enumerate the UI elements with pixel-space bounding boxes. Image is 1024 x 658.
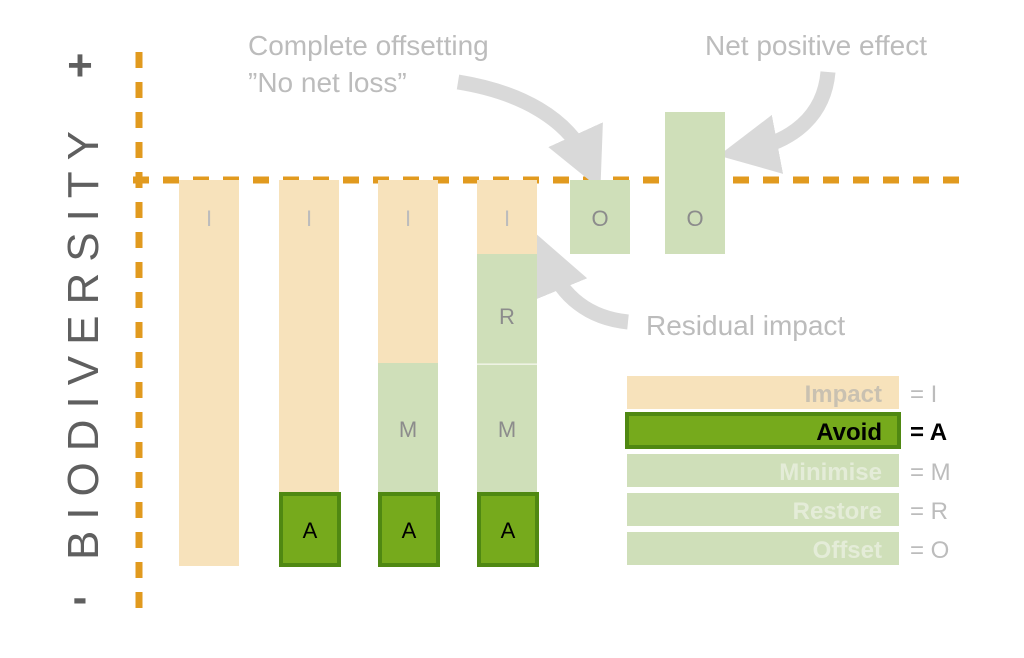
offset-segment-label: O: [686, 206, 703, 231]
avoid-segment-label: A: [501, 518, 516, 543]
legend-swatch-minimise: [627, 454, 899, 487]
legend-label-offset: Offset: [813, 537, 882, 564]
bar-avoid-minimise-restore: I R M A: [477, 180, 539, 567]
legend-code-avoid: = A: [910, 419, 947, 446]
minimise-segment-label: M: [498, 417, 516, 442]
offset-segment: [570, 180, 630, 254]
restore-segment: [477, 254, 537, 364]
axis-title: BIODIVERSITY: [59, 120, 108, 560]
legend-code-restore: = R: [910, 498, 948, 525]
legend-label-restore: Restore: [793, 498, 882, 525]
no-net-loss-label: ”No net loss”: [248, 67, 407, 98]
minimise-segment: [477, 365, 537, 493]
avoid-segment-label: A: [402, 518, 417, 543]
impact-segment: [179, 180, 239, 566]
impact-segment: [477, 180, 537, 254]
legend-swatch-offset: [627, 532, 899, 565]
legend-label-avoid: Avoid: [816, 419, 882, 446]
offset-segment-label: O: [591, 206, 608, 231]
complete-offsetting-label: Complete offsetting: [248, 30, 489, 61]
minimise-segment-label: M: [399, 417, 417, 442]
avoid-segment: [477, 492, 539, 567]
legend-code-minimise: = M: [910, 459, 951, 486]
impact-segment-label: I: [306, 206, 312, 231]
impact-segment: [378, 180, 438, 363]
impact-segment-label: I: [405, 206, 411, 231]
residual-impact-label: Residual impact: [646, 310, 845, 341]
axis-plus-label: +: [67, 41, 93, 90]
impact-segment-label: I: [206, 206, 212, 231]
impact-segment-label: I: [504, 206, 510, 231]
minimise-segment: [378, 363, 438, 493]
arrow-to-offset: [456, 74, 603, 190]
bar-avoid-minimise: I M A: [378, 180, 440, 567]
legend-label-impact: Impact: [805, 381, 882, 408]
avoid-segment: [279, 492, 341, 567]
avoid-segment-label: A: [303, 518, 318, 543]
bar-impact-only: I: [179, 180, 239, 566]
legend-code-impact: = I: [910, 381, 937, 408]
arrow-to-net-positive: [718, 71, 836, 174]
bar-offset-net-positive: O: [665, 112, 725, 254]
bar-offset-complete: O: [570, 180, 630, 254]
offset-segment: [665, 112, 725, 254]
arrow-to-residual: [531, 234, 629, 330]
legend-code-offset: = O: [910, 537, 949, 564]
legend-label-minimise: Minimise: [779, 459, 882, 486]
legend: Impact = I Avoid = A Minimise = M Restor…: [625, 376, 951, 565]
restore-segment-label: R: [499, 304, 515, 329]
impact-segment: [279, 180, 339, 493]
net-positive-label: Net positive effect: [705, 30, 927, 61]
legend-swatch-impact: [627, 376, 899, 409]
avoid-segment: [378, 492, 440, 567]
axis-minus-label: -: [73, 573, 88, 622]
bar-avoid: I A: [279, 180, 341, 567]
legend-swatch-avoid: [625, 412, 901, 449]
legend-swatch-restore: [627, 493, 899, 526]
